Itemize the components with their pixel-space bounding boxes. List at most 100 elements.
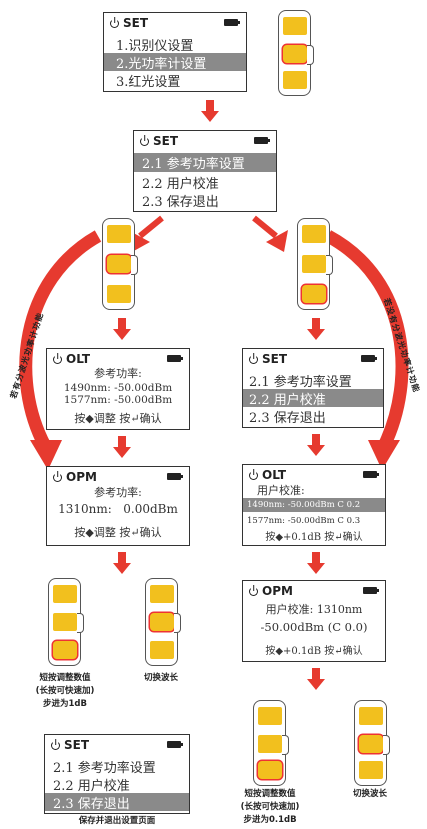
power-icon — [249, 470, 258, 480]
button-icon — [53, 613, 77, 631]
menu-item[interactable]: 2.2 用户校准 — [142, 177, 219, 192]
device-side-notch — [307, 45, 314, 65]
screen-header: OPM — [53, 470, 97, 484]
button-icon-highlighted — [359, 735, 383, 753]
flow-arrow-down — [307, 668, 325, 690]
flow-arrow-down — [113, 436, 131, 458]
wavelength-value: 1577nm: -50.00dBm — [63, 394, 173, 406]
menu-item[interactable]: 1.识别仪设置 — [116, 39, 194, 54]
menu-item-selected[interactable]: 2.光功率计设置 — [104, 53, 246, 72]
screen-set-calibration: SET 2.1 参考功率设置 2.2 用户校准 2.3 保存退出 — [242, 348, 384, 428]
screen-header: SET — [249, 352, 287, 366]
battery-icon — [167, 741, 183, 748]
caption-line: (长按可快速加) — [35, 686, 95, 696]
button-icon — [107, 225, 131, 243]
button-icon-highlighted — [53, 641, 77, 659]
button-icon — [53, 585, 77, 603]
caption-switch-wavelength: 切换波长 — [143, 673, 178, 683]
caption-line: 短按调整数值 — [244, 789, 296, 799]
calibration-row-selected[interactable]: 1490nm: -50.00dBm C 0.2 — [243, 498, 385, 512]
diag-right-head — [266, 230, 288, 252]
screen-set-submenu: SET 2.1 参考功率设置 2.2 用户校准 2.3 保存退出 — [133, 130, 277, 212]
screen-header: SET — [51, 738, 89, 752]
menu-item[interactable]: 2.3 保存退出 — [249, 411, 326, 426]
power-icon — [53, 472, 62, 482]
left-curve-label: 若有分波光功率计功能 — [8, 311, 46, 400]
wavelength-value: 1490nm: -50.00dBm — [63, 382, 173, 394]
power-icon — [140, 136, 149, 146]
diag-left-arrow — [138, 215, 164, 239]
screen-label: 用户校准: 1310nm — [265, 603, 363, 616]
device-side-notch — [383, 735, 390, 755]
power-icon — [110, 18, 119, 28]
flow-arrow-down — [307, 552, 325, 574]
screen-title: SET — [64, 738, 90, 752]
screen-title: OPM — [262, 584, 293, 598]
screen-olt-calibration: OLT 用户校准: 1490nm: -50.00dBm C 0.2 1577nm… — [242, 464, 386, 546]
battery-icon — [167, 355, 183, 362]
menu-item[interactable]: 2.3 保存退出 — [142, 195, 219, 210]
caption-switch-wavelength: 切换波长 — [352, 789, 387, 799]
caption-save-exit: 保存并退出设置页面 — [78, 816, 156, 826]
menu-item-selected[interactable]: 2.1 参考功率设置 — [134, 153, 276, 172]
device-side-notch — [326, 255, 333, 275]
menu-item[interactable]: 2.2 用户校准 — [53, 779, 130, 794]
screen-title: SET — [153, 134, 179, 148]
device-side-notch — [282, 735, 289, 755]
power-icon — [53, 354, 62, 364]
screen-olt-reference: OLT 参考功率: 1490nm: -50.00dBm 1577nm: -50.… — [46, 348, 190, 430]
caption-line: (长按可快速加) — [240, 802, 300, 812]
button-icon — [150, 641, 174, 659]
button-icon-highlighted — [107, 255, 131, 273]
battery-icon — [361, 355, 377, 362]
button-icon-highlighted — [302, 285, 326, 303]
screen-title: SET — [123, 16, 149, 30]
button-icon-highlighted — [258, 761, 282, 779]
device-illustration — [145, 578, 181, 666]
button-icon — [302, 255, 326, 273]
battery-icon — [167, 473, 183, 480]
button-icon — [359, 707, 383, 725]
device-side-notch — [77, 613, 84, 633]
caption-line: 步进为0.1dB — [243, 815, 297, 825]
device-side-notch — [174, 613, 181, 633]
power-icon — [51, 740, 60, 750]
caption-short-press: 短按调整数值 (长按可快速加) 步进为0.1dB — [222, 788, 318, 827]
menu-item-selected[interactable]: 2.3 保存退出 — [45, 793, 189, 812]
screen-label: 参考功率: — [94, 367, 142, 380]
right-curve-label: 若没有分波光功率计功能 — [381, 297, 422, 394]
battery-icon — [363, 471, 379, 478]
button-icon-highlighted — [150, 613, 174, 631]
screen-opm-reference: OPM 参考功率: 1310nm: 0.00dBm 按◆调整 按↵确认 — [46, 466, 190, 546]
hint-text: 按◆+0.1dB 按↵确认 — [265, 532, 363, 543]
screen-header: SET — [140, 134, 178, 148]
button-icon — [258, 707, 282, 725]
screen-header: OPM — [249, 584, 293, 598]
power-icon — [249, 586, 258, 596]
menu-item-selected[interactable]: 2.2 用户校准 — [243, 389, 383, 408]
device-illustration — [354, 700, 390, 786]
screen-set-main: SET 1.识别仪设置 2.光功率计设置 3.红光设置 — [103, 12, 247, 92]
caption-line: 短按调整数值 — [39, 673, 91, 683]
flow-arrow-down — [307, 318, 325, 340]
screen-set-save: SET 2.1 参考功率设置 2.2 用户校准 2.3 保存退出 — [44, 734, 190, 814]
screen-title: OPM — [66, 470, 97, 484]
screen-title: SET — [262, 352, 288, 366]
diag-right-arrow — [252, 215, 278, 239]
screen-title: OLT — [262, 468, 287, 482]
menu-item[interactable]: 3.红光设置 — [116, 75, 181, 90]
menu-item[interactable]: 2.1 参考功率设置 — [53, 761, 156, 776]
battery-icon — [363, 587, 379, 594]
menu-item[interactable]: 2.1 参考功率设置 — [249, 375, 352, 390]
device-illustration — [102, 218, 138, 310]
flow-arrow-down — [113, 318, 131, 340]
device-side-notch — [131, 255, 138, 275]
screen-label: 参考功率: — [94, 486, 142, 499]
button-icon — [283, 71, 307, 89]
screen-header: OLT — [249, 468, 286, 482]
screen-title: OLT — [66, 352, 91, 366]
button-icon — [258, 735, 282, 753]
calibration-row[interactable]: 1577nm: -50.00dBm C 0.3 — [247, 516, 361, 526]
device-illustration — [278, 10, 314, 96]
flow-arrow-down — [307, 434, 325, 456]
